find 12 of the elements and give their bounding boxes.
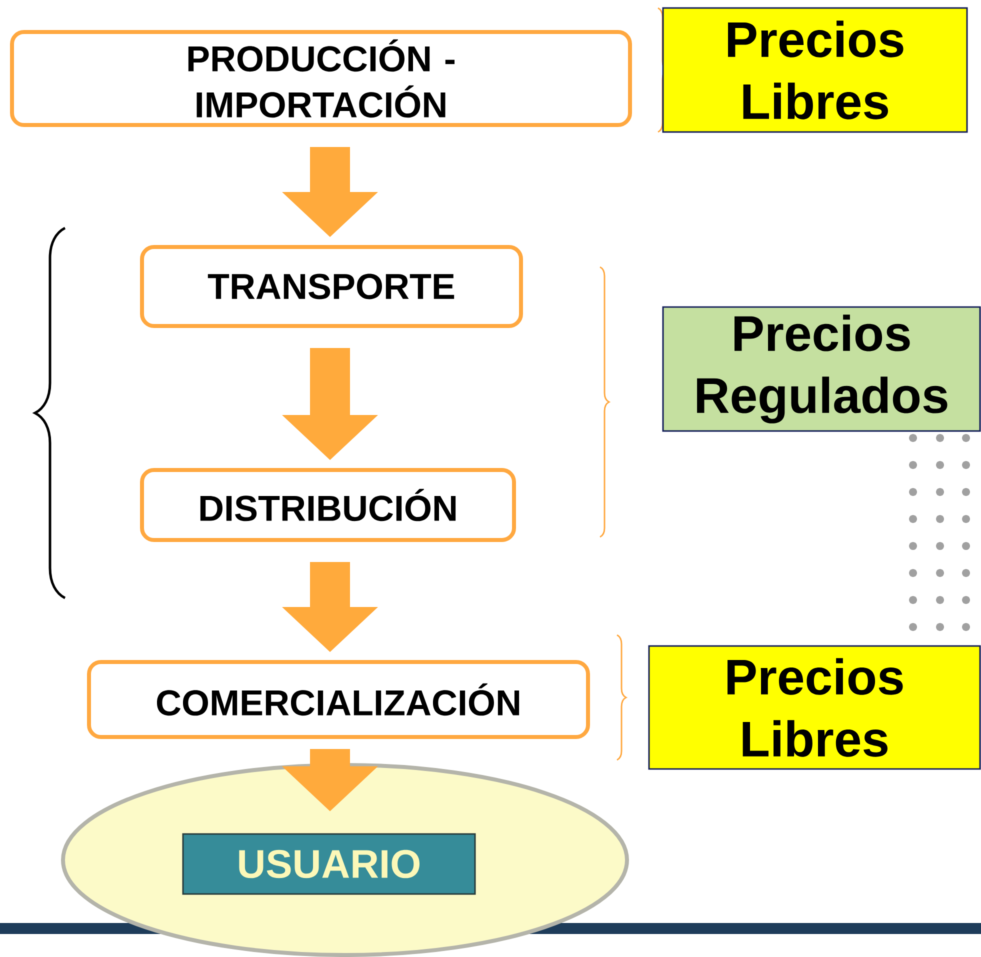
block-arrow (282, 562, 378, 652)
process-box: DISTRIBUCIÓN (140, 468, 516, 542)
price-box: Precios Libres (648, 645, 981, 770)
block-arrow (282, 147, 378, 237)
block-arrow (282, 749, 378, 812)
block-arrow (282, 348, 378, 460)
process-box: TRANSPORTE (140, 245, 523, 328)
price-box: Precios Regulados (662, 306, 981, 432)
process-box: PRODUCCIÓN - IMPORTACIÓN (10, 30, 632, 127)
price-box: Precios Libres (662, 7, 968, 133)
user-box: USUARIO (182, 833, 476, 895)
process-box: COMERCIALIZACIÓN (87, 660, 590, 739)
